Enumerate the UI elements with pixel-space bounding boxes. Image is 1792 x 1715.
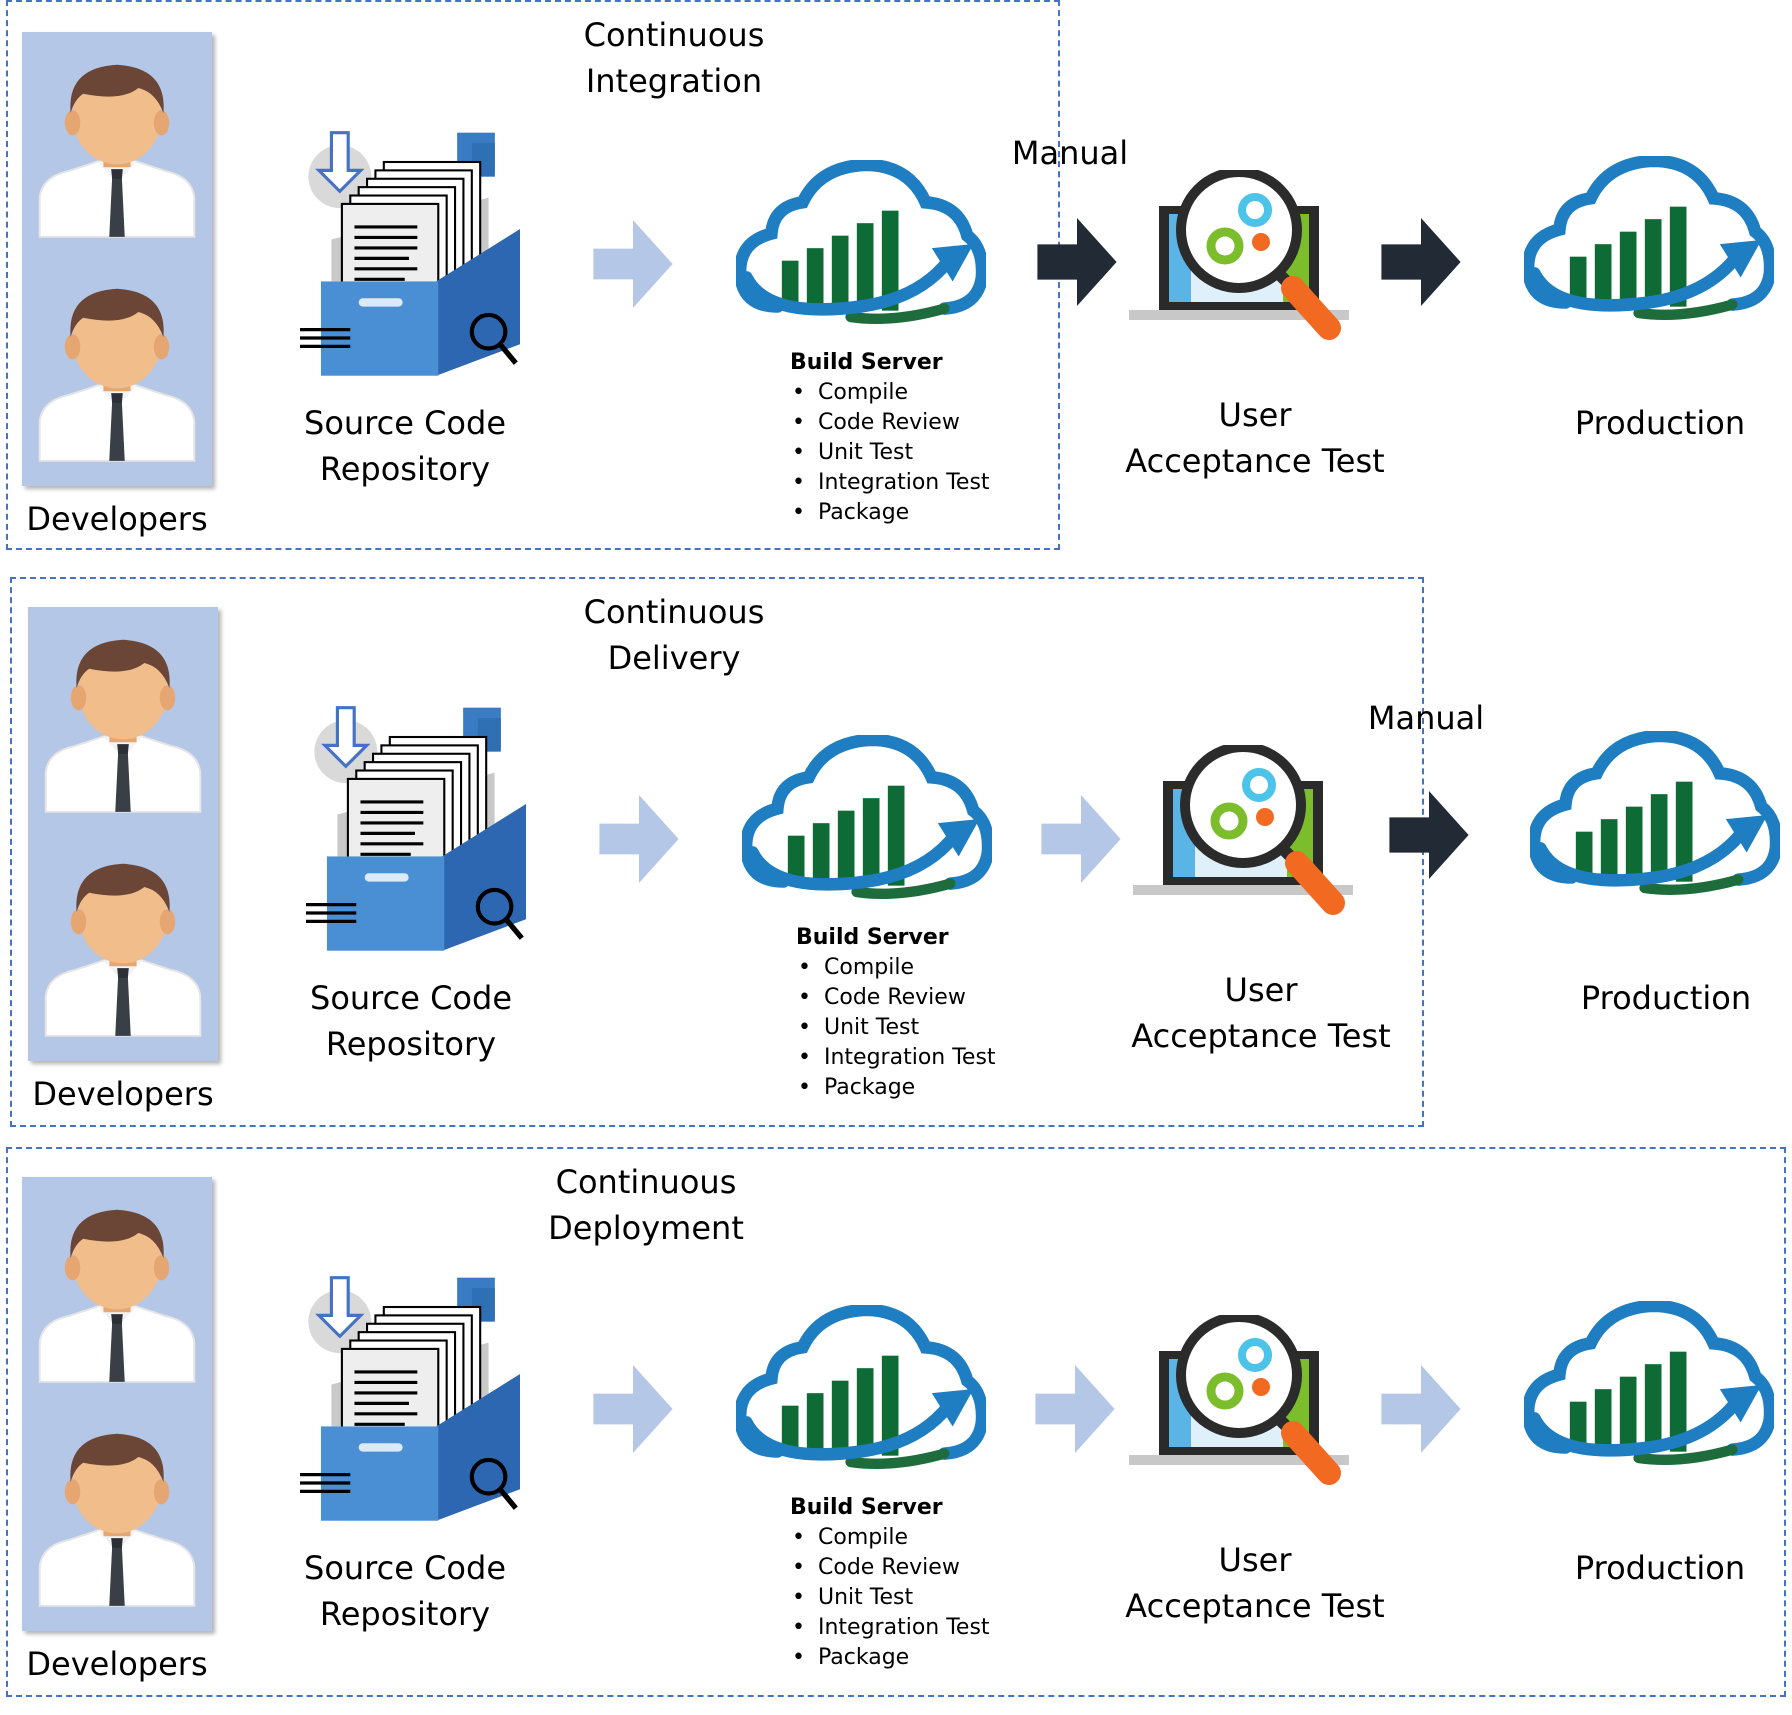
- user-acceptance-test-icon: [1130, 745, 1376, 935]
- uat-label-line2: Acceptance Test: [1125, 1587, 1385, 1625]
- light-arrow-icon: [1040, 795, 1122, 883]
- uat-label-line2: Acceptance Test: [1125, 442, 1385, 480]
- uat-label-line1: User: [1224, 971, 1298, 1009]
- build-server-list: Build Server Compile Code Review Unit Te…: [790, 1493, 990, 1673]
- build-step: Integration Test: [796, 1043, 996, 1073]
- build-server-title: Build Server: [796, 925, 949, 950]
- build-server-cloud-icon: [736, 160, 986, 328]
- build-step: Unit Test: [790, 438, 990, 468]
- repo-label-line1: Source Code: [304, 404, 506, 442]
- cdep-row: Developers Source Code Repository Contin…: [0, 1145, 1792, 1715]
- build-server-list: Build Server Compile Code Review Unit Te…: [796, 923, 996, 1103]
- uat-label-line1: User: [1218, 1541, 1292, 1579]
- developers-label: Developers: [26, 500, 208, 538]
- source-code-repository-icon: [300, 120, 520, 380]
- build-step: Package: [790, 1643, 990, 1673]
- production-cloud-icon: [1524, 156, 1774, 324]
- developer-icon: [36, 839, 210, 1049]
- build-step: Unit Test: [796, 1013, 996, 1043]
- production-label: Production: [1574, 404, 1746, 442]
- ci-row: Developers Source Code Repository Contin…: [0, 0, 1792, 570]
- developer-icon: [30, 264, 204, 474]
- manual-label: Manual: [1367, 699, 1485, 737]
- light-arrow-icon: [598, 795, 680, 883]
- stage-title-line2: Deployment: [548, 1209, 744, 1247]
- dark-arrow-icon: [1036, 218, 1118, 306]
- repo-label-line2: Repository: [319, 1595, 491, 1633]
- developer-icon: [30, 1185, 204, 1395]
- build-step: Code Review: [790, 1553, 990, 1583]
- source-code-repository-icon: [300, 1265, 520, 1525]
- repo-label-line1: Source Code: [310, 979, 512, 1017]
- build-step: Integration Test: [790, 468, 990, 498]
- developers-panel: [28, 607, 218, 1061]
- build-step: Compile: [796, 953, 996, 983]
- cdep-boundary: [6, 1147, 1786, 1697]
- build-server-title: Build Server: [790, 350, 943, 375]
- stage-title-line2: Integration: [585, 62, 763, 100]
- user-acceptance-test-icon: [1126, 170, 1372, 360]
- build-server-cloud-icon: [736, 1305, 986, 1473]
- cd-row: Developers Source Code Repository Contin…: [0, 575, 1792, 1145]
- production-cloud-icon: [1524, 1301, 1774, 1469]
- light-arrow-icon: [1380, 1365, 1462, 1453]
- developers-label: Developers: [26, 1645, 208, 1683]
- developers-panel: [22, 32, 212, 486]
- build-step: Code Review: [790, 408, 990, 438]
- developers-panel: [22, 1177, 212, 1631]
- stage-title-line2: Delivery: [607, 639, 741, 677]
- dark-arrow-icon: [1380, 218, 1462, 306]
- stage-title-line1: Continuous: [583, 593, 765, 631]
- repo-label-line2: Repository: [319, 450, 491, 488]
- production-label: Production: [1580, 979, 1752, 1017]
- light-arrow-icon: [1034, 1365, 1116, 1453]
- production-label: Production: [1574, 1549, 1746, 1587]
- dark-arrow-icon: [1388, 791, 1470, 879]
- uat-label-line2: Acceptance Test: [1131, 1017, 1391, 1055]
- user-acceptance-test-icon: [1126, 1315, 1372, 1505]
- light-arrow-icon: [592, 220, 674, 308]
- developers-label: Developers: [32, 1075, 214, 1113]
- build-step: Compile: [790, 1523, 990, 1553]
- build-step: Unit Test: [790, 1583, 990, 1613]
- build-server-cloud-icon: [742, 735, 992, 903]
- build-step: Package: [796, 1073, 996, 1103]
- build-server-list: Build Server Compile Code Review Unit Te…: [790, 348, 990, 528]
- manual-label: Manual: [1011, 134, 1129, 172]
- source-code-repository-icon: [306, 695, 526, 955]
- repo-label-line1: Source Code: [304, 1549, 506, 1587]
- developer-icon: [30, 40, 204, 250]
- build-step: Integration Test: [790, 1613, 990, 1643]
- build-step: Compile: [790, 378, 990, 408]
- stage-title-line1: Continuous: [583, 16, 765, 54]
- build-step: Code Review: [796, 983, 996, 1013]
- stage-title-line1: Continuous: [555, 1163, 737, 1201]
- developer-icon: [36, 615, 210, 825]
- build-server-title: Build Server: [790, 1495, 943, 1520]
- production-cloud-icon: [1530, 731, 1780, 899]
- uat-label-line1: User: [1218, 396, 1292, 434]
- light-arrow-icon: [592, 1365, 674, 1453]
- repo-label-line2: Repository: [325, 1025, 497, 1063]
- developer-icon: [30, 1409, 204, 1619]
- build-step: Package: [790, 498, 990, 528]
